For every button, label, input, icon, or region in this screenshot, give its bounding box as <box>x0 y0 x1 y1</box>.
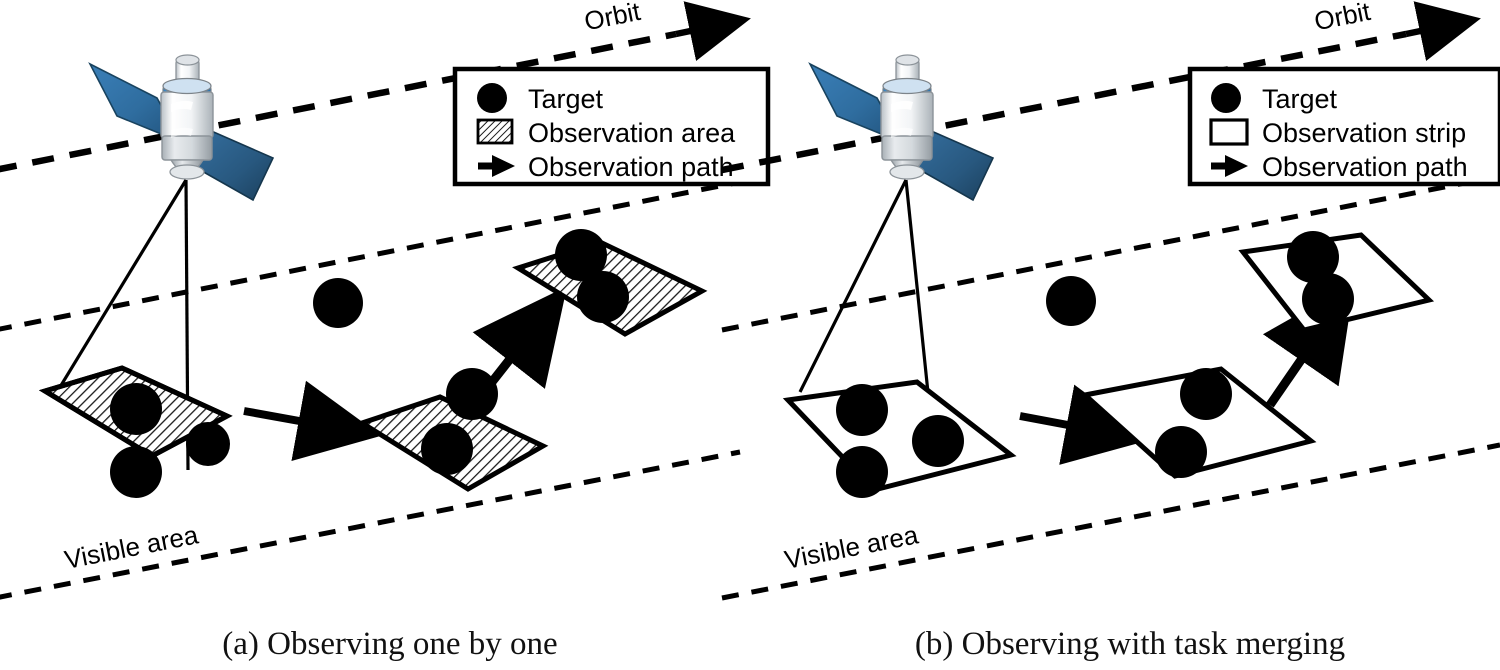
visible-area-lower-bound-b <box>721 442 1500 601</box>
panel-a: Orbit Visible area <box>0 0 771 662</box>
legend-label-target-a: Target <box>528 84 604 114</box>
targets-strip-3-b <box>1287 231 1354 325</box>
visible-area-upper-bound-a <box>0 179 741 332</box>
visible-area-upper-bound-b <box>721 173 1500 333</box>
legend-observation-path-icon-b <box>1211 155 1248 177</box>
legend-target-icon-a <box>477 83 507 113</box>
free-target-b <box>1046 276 1096 326</box>
orbit-label-text-b: Orbit <box>1312 0 1374 36</box>
satellite-body-a <box>160 77 214 161</box>
orbit-label-text-a: Orbit <box>582 0 644 36</box>
satellite-b <box>808 54 995 202</box>
visible-area-label-text-a: Visible area <box>62 519 201 575</box>
legend-observation-area-icon-a <box>476 118 514 145</box>
targets-strip-1-b <box>836 384 964 498</box>
visible-area-lower-bound-a <box>0 449 741 600</box>
observation-strip-2-b <box>1079 366 1317 479</box>
legend-b: Target Observation strip Observation pat… <box>1187 66 1500 187</box>
targets-area-1-a <box>110 383 230 498</box>
satellite-body-b <box>880 77 934 161</box>
thruster-a <box>169 159 205 180</box>
legend-target-icon-b <box>1211 83 1241 113</box>
visible-area-label-a: Visible area <box>62 519 201 575</box>
legend-observation-strip-icon-b <box>1209 118 1249 146</box>
observation-strip-1-b <box>782 379 1017 493</box>
observation-path-1-a[interactable] <box>243 380 382 462</box>
legend-a: Target Observation area Observation path <box>452 66 771 187</box>
caption-a: (a) Observing one by one <box>222 626 557 662</box>
orbit-line-b <box>721 1 1481 174</box>
thruster-b <box>889 159 925 180</box>
satellite-a <box>88 54 275 202</box>
free-target-a <box>313 278 363 328</box>
orbit-label-b: Orbit <box>1312 0 1374 36</box>
panel-b: Orbit Visible area <box>721 0 1500 662</box>
visible-area-label-b: Visible area <box>782 519 921 575</box>
observation-path-2-a[interactable] <box>466 286 568 413</box>
caption-b: (b) Observing with task merging <box>915 626 1345 662</box>
orbit-label-a: Orbit <box>582 0 644 36</box>
targets-area-3-a <box>555 229 629 323</box>
legend-label-observation-path-b: Observation path <box>1262 152 1468 182</box>
legend-label-observation-strip-b: Observation strip <box>1262 118 1466 148</box>
legend-observation-path-icon-a <box>478 155 515 177</box>
observation-path-1-b[interactable] <box>1019 384 1150 465</box>
legend-label-observation-area-a: Observation area <box>528 118 736 148</box>
targets-strip-2-b <box>1155 368 1232 478</box>
visible-area-label-text-b: Visible area <box>782 519 921 575</box>
orbit-line-a <box>0 1 751 173</box>
legend-label-target-b: Target <box>1262 84 1338 114</box>
observation-path-2-b[interactable] <box>1262 282 1355 408</box>
legend-label-observation-path-a: Observation path <box>528 152 734 182</box>
